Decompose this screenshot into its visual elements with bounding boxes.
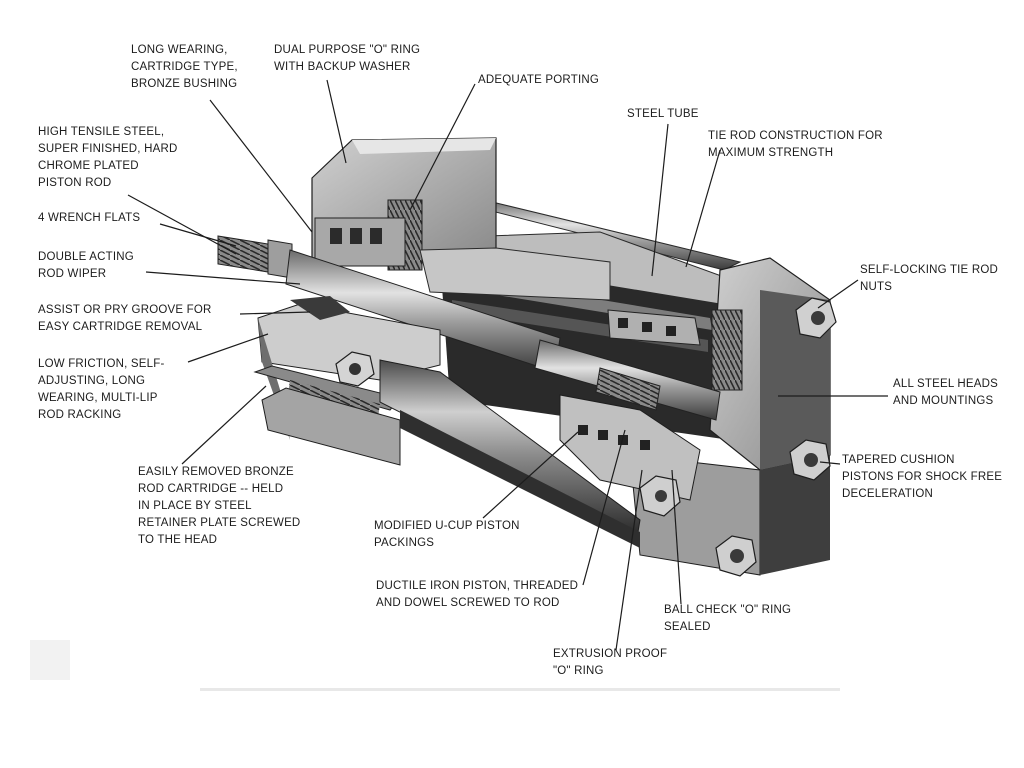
- callout-o-ring-washer: DUAL PURPOSE "O" RING WITH BACKUP WASHER: [274, 44, 421, 73]
- scan-artifacts: [30, 640, 840, 691]
- piston-rod: [217, 235, 721, 421]
- callout-tie-rod-nuts: SELF-LOCKING TIE ROD NUTS: [860, 264, 998, 293]
- piston: [559, 309, 701, 501]
- callout-u-cup-packings: MODIFIED U-CUP PISTON PACKINGS: [374, 520, 520, 549]
- callout-tapered-cushion: TAPERED CUSHION PISTONS FOR SHOCK FREE D…: [842, 454, 1003, 500]
- lower-front-housing: [257, 296, 441, 440]
- callout-piston-rod: HIGH TENSILE STEEL, SUPER FINISHED, HARD…: [38, 126, 178, 189]
- tie-rod-nuts: [639, 297, 837, 577]
- front-head-block: [311, 137, 611, 301]
- callout-rod-wiper: DOUBLE ACTING ROD WIPER: [38, 251, 134, 280]
- callout-wrench-flats: 4 WRENCH FLATS: [38, 212, 141, 224]
- callout-adequate-porting: ADEQUATE PORTING: [478, 74, 599, 86]
- callout-steel-tube: STEEL TUBE: [627, 108, 699, 120]
- callout-rod-cartridge: EASILY REMOVED BRONZE ROD CARTRIDGE -- H…: [138, 466, 301, 546]
- callout-extrusion-proof-o-ring: EXTRUSION PROOF "O" RING: [553, 648, 668, 677]
- callout-steel-heads: ALL STEEL HEADS AND MOUNTINGS: [893, 378, 999, 407]
- callout-pry-groove: ASSIST OR PRY GROOVE FOR EASY CARTRIDGE …: [38, 304, 212, 333]
- callout-bronze-bushing: LONG WEARING, CARTRIDGE TYPE, BRONZE BUS…: [131, 44, 238, 90]
- callout-rod-packing: LOW FRICTION, SELF- ADJUSTING, LONG WEAR…: [38, 358, 165, 421]
- callout-ductile-iron-piston: DUCTILE IRON PISTON, THREADED AND DOWEL …: [376, 580, 579, 609]
- lower-tie-rod: [253, 359, 641, 548]
- leader-lines: [127, 79, 888, 651]
- callout-ball-check: BALL CHECK "O" RING SEALED: [664, 604, 792, 633]
- callout-tie-rod-construction: TIE ROD CONSTRUCTION FOR MAXIMUM STRENGT…: [708, 130, 883, 159]
